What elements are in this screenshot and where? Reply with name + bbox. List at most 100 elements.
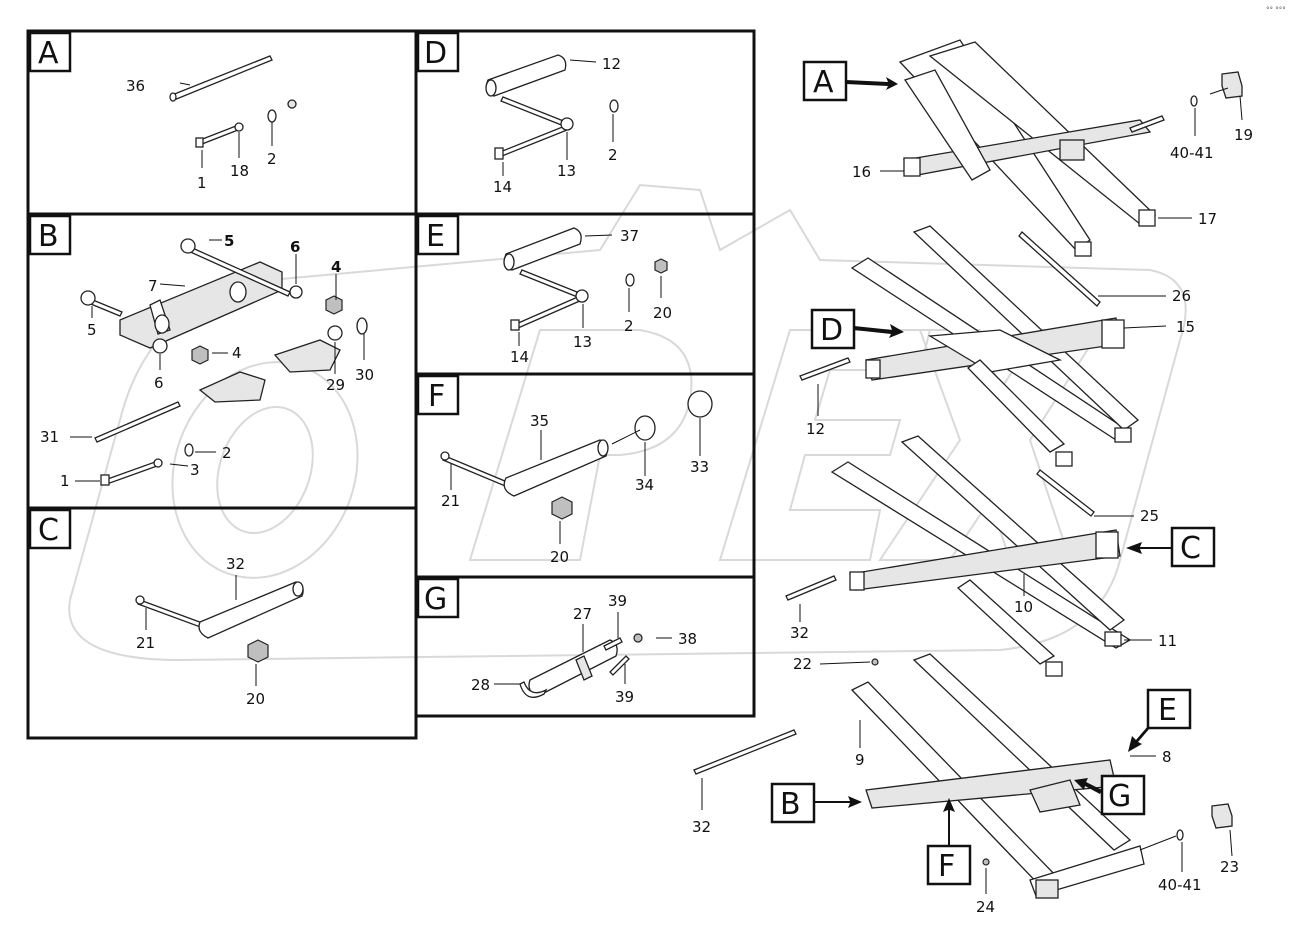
link-d	[500, 96, 567, 127]
label-b-31: 31	[40, 428, 59, 446]
label-c-32: 32	[226, 555, 245, 573]
rod-26	[1018, 231, 1101, 307]
label-b-1: 1	[60, 472, 70, 490]
label-a-18: 18	[230, 162, 249, 180]
label-f-33: 33	[690, 458, 709, 476]
nut-38	[633, 633, 643, 643]
bolt-21-c	[137, 599, 206, 629]
bolt-39-top	[603, 637, 623, 651]
part-numbers-panels: 36 1 18 2 5 6 4 7 5 6 4 29 30 31 2 3 1 3…	[40, 55, 709, 708]
label-40-41-bottom: 40-41	[1158, 876, 1202, 894]
nut-4-lower	[191, 345, 209, 365]
label-a-2: 2	[267, 150, 277, 168]
panel-letters: A B C D E F G	[28, 31, 460, 619]
panel-g-letter: G	[424, 582, 447, 617]
watermark-logo	[68, 183, 1187, 662]
plate-left	[198, 371, 266, 403]
tube-32-assembly-upper	[785, 575, 837, 601]
panel-g-frame	[414, 575, 756, 718]
washer-29	[327, 325, 343, 341]
bolt-1-b	[104, 461, 158, 485]
label-f-35: 35	[530, 412, 549, 430]
rod-25	[1036, 469, 1095, 517]
label-40-41-top: 40-41	[1170, 144, 1214, 162]
panel-a-frame	[26, 29, 418, 216]
callout-e: E	[1158, 693, 1177, 728]
clamp-28	[519, 681, 548, 698]
washer-3	[153, 458, 163, 468]
clip-2-e	[625, 273, 635, 287]
callout-d: D	[820, 313, 843, 348]
label-19: 19	[1234, 126, 1253, 144]
bracket-7	[119, 261, 283, 349]
plate-right	[273, 339, 341, 373]
tube-32-assembly-lower	[693, 729, 797, 775]
callout-f-box	[926, 844, 972, 886]
callout-a: A	[813, 65, 834, 100]
label-17: 17	[1198, 210, 1217, 228]
nut-20-f	[551, 496, 573, 520]
nut-4-top	[325, 295, 343, 315]
label-g-27: 27	[573, 605, 592, 623]
cap-19	[1221, 71, 1243, 99]
label-25: 25	[1140, 507, 1159, 525]
callout-f: F	[938, 849, 955, 884]
label-b-7: 7	[148, 277, 158, 295]
cap-23	[1211, 803, 1233, 829]
panel-e-letter: E	[426, 219, 445, 254]
label-11: 11	[1158, 632, 1177, 650]
label-d-2: 2	[608, 146, 618, 164]
washer-13-e	[575, 289, 589, 303]
cylinder-27	[528, 639, 618, 697]
tube-32-c	[198, 581, 304, 639]
pin-22	[871, 658, 879, 666]
label-f-34: 34	[635, 476, 654, 494]
label-b-6-lower: 6	[154, 374, 164, 392]
washer-40-41-bottom	[1176, 829, 1184, 841]
label-15: 15	[1176, 318, 1195, 336]
tube-37	[503, 227, 582, 271]
washer-34	[634, 415, 656, 441]
part-numbers-assembly: 19 40-41 16 17 26 15 12 25 10 32 11 22 9…	[692, 6, 1286, 916]
bolt-39-bottom	[609, 655, 630, 676]
label-b-4-top: 4	[331, 258, 341, 276]
tube-12-d	[485, 54, 567, 97]
panel-a-parts	[169, 55, 297, 168]
bolt-21-f	[442, 455, 513, 489]
panel-a-letter: A	[38, 36, 59, 71]
callout-a-box	[802, 60, 848, 102]
label-b-4-lower: 4	[232, 344, 242, 362]
washer-40-41-top	[1190, 95, 1198, 107]
panel-e-parts	[503, 227, 668, 346]
callout-e-box	[1146, 688, 1192, 730]
bolt-1	[199, 125, 239, 145]
label-b-5-top: 5	[224, 232, 234, 250]
tube-12-assembly	[799, 357, 851, 381]
callout-g-box	[1100, 774, 1146, 816]
bolt-14-e	[515, 295, 583, 329]
label-23: 23	[1220, 858, 1239, 876]
nut-20-c	[247, 639, 269, 663]
label-24: 24	[976, 898, 995, 916]
panel-g-parts	[494, 612, 672, 698]
label-12-assembly: 12	[806, 420, 825, 438]
label-e-2: 2	[624, 317, 634, 335]
panel-c-letter: C	[38, 513, 59, 548]
panel-d-parts	[485, 54, 619, 176]
panel-f-letter: F	[428, 379, 445, 414]
rod-31	[94, 401, 181, 443]
pin-24	[982, 858, 990, 866]
label-e-20: 20	[653, 304, 672, 322]
label-a-36: 36	[126, 77, 145, 95]
label-b-2: 2	[222, 444, 232, 462]
callout-b: B	[780, 787, 801, 822]
clip-30	[356, 317, 368, 335]
label-d-13: 13	[557, 162, 576, 180]
label-22: 22	[793, 655, 812, 673]
label-c-20: 20	[246, 690, 265, 708]
label-b-3: 3	[190, 461, 200, 479]
label-8: 8	[1162, 748, 1172, 766]
nut-20-e	[654, 258, 668, 274]
label-g-39-bottom: 39	[615, 688, 634, 706]
